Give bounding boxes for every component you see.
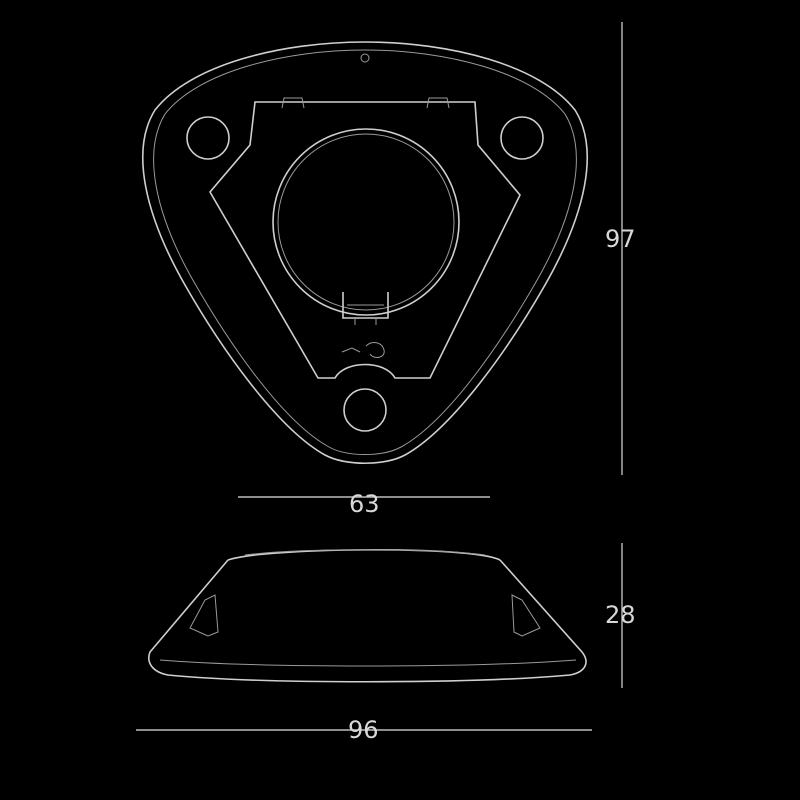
side-view-body bbox=[148, 559, 587, 683]
side-bracket-left bbox=[189, 594, 219, 637]
side-view bbox=[148, 549, 587, 683]
top-view-inner-outline bbox=[153, 49, 577, 455]
mounting-plate-outline bbox=[209, 101, 521, 379]
side-view-lid-inner bbox=[244, 549, 486, 556]
dimension-label-height-side: 28 bbox=[605, 601, 636, 629]
latch-tab bbox=[342, 292, 389, 319]
plate-clip-left bbox=[281, 97, 305, 109]
side-view-base-line bbox=[159, 659, 577, 667]
latch-tab-detail bbox=[347, 304, 384, 325]
top-view bbox=[142, 41, 588, 465]
top-marker bbox=[360, 53, 370, 63]
dimension-label-width-side: 96 bbox=[348, 716, 379, 744]
logo-mark bbox=[341, 342, 385, 358]
dimension-label-height-top: 97 bbox=[605, 225, 636, 253]
screw-hole-right bbox=[500, 116, 544, 160]
plate-clip-right bbox=[426, 97, 450, 109]
central-module-circle bbox=[272, 128, 460, 316]
side-view-lid bbox=[227, 549, 501, 561]
top-view-outer-outline bbox=[142, 41, 588, 465]
dimension-label-width-top: 63 bbox=[349, 490, 380, 518]
screw-hole-bottom bbox=[343, 388, 387, 432]
side-bracket-right bbox=[511, 594, 541, 637]
screw-hole-left bbox=[186, 116, 230, 160]
central-module-circle-inner bbox=[277, 133, 455, 311]
